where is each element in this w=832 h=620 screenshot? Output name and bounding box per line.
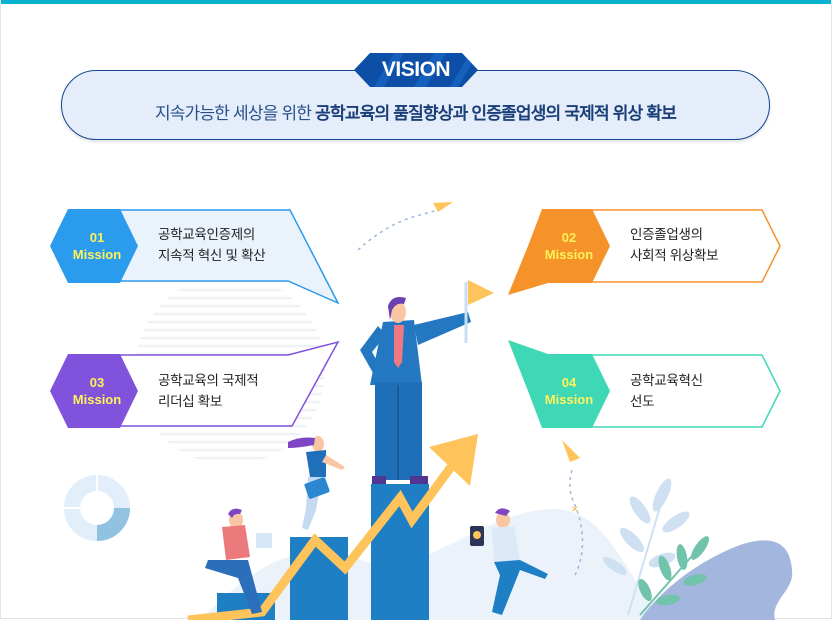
mission-01-number: 01 Mission (57, 229, 137, 263)
mission-02-label: Mission (544, 247, 594, 262)
mission-02-text: 인증졸업생의 사회적 위상확보 (630, 224, 719, 266)
vision-badge-shape (354, 53, 478, 87)
mission-04-line2: 선도 (630, 394, 655, 409)
mission-02-num: 02 (561, 230, 577, 245)
vision-badge: VISION (354, 53, 478, 87)
paper-plane-icon (433, 202, 453, 212)
mission-03-line2: 리더십 확보 (158, 394, 223, 409)
paper-plane-icon (357, 206, 446, 251)
mission-card-01: 01 Mission 공학교육인증제의 지속적 혁신 및 확산 (50, 209, 350, 309)
blob-shape (640, 540, 793, 620)
leaf-branch-green (638, 536, 710, 616)
man-lightbulb-figure (470, 508, 548, 615)
paper-plane-icon (562, 440, 580, 462)
woman-briefcase-figure (288, 436, 345, 530)
mission-04-shape (508, 340, 781, 428)
mission-04-number: 04 Mission (529, 374, 609, 408)
mission-04-text: 공학교육혁신 선도 (630, 370, 703, 412)
mission-02-line2: 사회적 위상확보 (630, 248, 719, 263)
vision-statement-light: 지속가능한 세상을 위한 (154, 104, 316, 123)
mission-03-line1: 공학교육의 국제적 (158, 373, 259, 388)
vision-badge-label: VISION (381, 58, 451, 81)
man-laptop-figure (205, 508, 272, 614)
vision-statement: 지속가능한 세상을 위한 공학교육의 품질향상과 인증졸업생의 국제적 위상 확… (62, 99, 769, 124)
mission-04-line1: 공학교육혁신 (630, 373, 703, 388)
bar-step-2 (290, 537, 348, 620)
mission-01-text: 공학교육인증제의 지속적 혁신 및 확산 (158, 224, 266, 266)
mission-04-num: 04 (561, 375, 577, 390)
mission-03-text: 공학교육의 국제적 리더십 확보 (158, 370, 259, 412)
svg-text:✕: ✕ (571, 505, 579, 515)
vision-statement-bold: 공학교육의 품질향상과 인증졸업생의 국제적 위상 확보 (315, 104, 677, 123)
mission-03-number: 03 Mission (57, 374, 137, 408)
donut-decoration (64, 475, 130, 541)
mission-01-label: Mission (72, 247, 122, 262)
mission-01-line1: 공학교육인증제의 (158, 227, 255, 242)
mission-03-shape (50, 340, 340, 428)
mission-card-03: 03 Mission 공학교육의 국제적 리더십 확보 (50, 340, 350, 430)
mission-01-num: 01 (89, 230, 105, 245)
top-accent-bar (0, 0, 832, 4)
mission-01-line2: 지속적 혁신 및 확산 (158, 248, 266, 263)
businessman-figure (360, 280, 494, 484)
mission-02-number: 02 Mission (529, 229, 609, 263)
mission-02-line1: 인증졸업생의 (630, 227, 703, 242)
mission-03-num: 03 (89, 375, 105, 390)
mission-card-02: 02 Mission 인증졸업생의 사회적 위상확보 (508, 209, 788, 299)
mission-04-label: Mission (544, 392, 594, 407)
mission-02-shape (508, 209, 781, 295)
leaf-branch-light (603, 478, 690, 616)
mission-03-label: Mission (72, 392, 122, 407)
mission-01-shape (50, 209, 340, 305)
mission-card-04: 04 Mission 공학교육혁신 선도 (508, 340, 788, 430)
